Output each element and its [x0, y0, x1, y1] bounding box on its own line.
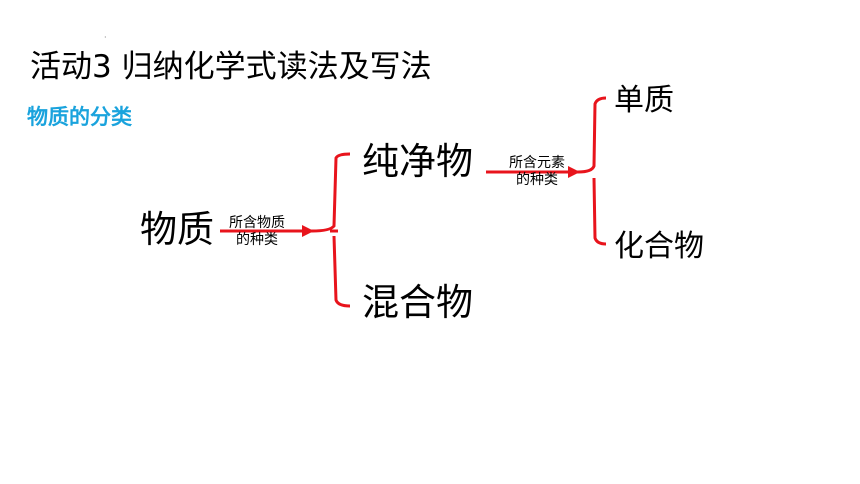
- label-by-element-line2: 的种类: [516, 172, 558, 188]
- label-by-element-line1: 所含元素: [509, 155, 565, 171]
- node-matter: 物质: [140, 208, 214, 251]
- node-pure-substance: 纯净物: [362, 140, 473, 183]
- label-by-substance-line1: 所含物质: [229, 215, 285, 231]
- brace-second: [577, 96, 607, 246]
- slide-title: 活动3 归纳化学式读法及写法: [30, 49, 432, 85]
- node-mixture: 混合物: [362, 281, 473, 324]
- brace-first: [311, 152, 351, 308]
- node-element-substance: 单质: [614, 83, 674, 118]
- label-by-substance-line2: 的种类: [236, 232, 278, 248]
- arrow-pure-head: [568, 166, 580, 178]
- label-by-element-kind: 所含元素 的种类: [500, 155, 574, 189]
- decorative-dot: ·: [104, 33, 107, 42]
- section-subtitle: 物质的分类: [27, 105, 132, 129]
- arrow-matter-head: [302, 225, 314, 237]
- label-by-substance-kind: 所含物质 的种类: [222, 215, 292, 249]
- node-compound: 化合物: [614, 229, 704, 264]
